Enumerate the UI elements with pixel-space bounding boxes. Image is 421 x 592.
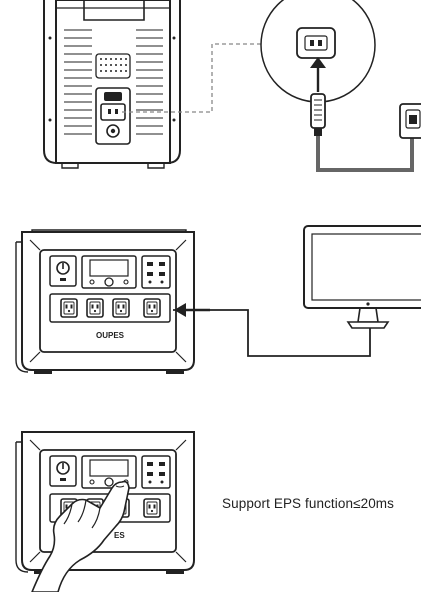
inlet-zoom-callout	[261, 0, 421, 170]
ac-inlet-icon	[101, 104, 125, 120]
brand-logo: OUPES	[96, 331, 125, 340]
brand-logo-partial: ES	[114, 531, 125, 540]
eps-caption: Support EPS function≤20ms	[222, 496, 394, 511]
monitor-cable	[173, 310, 370, 356]
power-station-front: OUPES	[16, 230, 194, 374]
power-station-back	[44, 0, 180, 168]
wall-socket	[400, 104, 421, 138]
power-cord-plug	[311, 94, 325, 136]
monitor	[304, 226, 421, 328]
